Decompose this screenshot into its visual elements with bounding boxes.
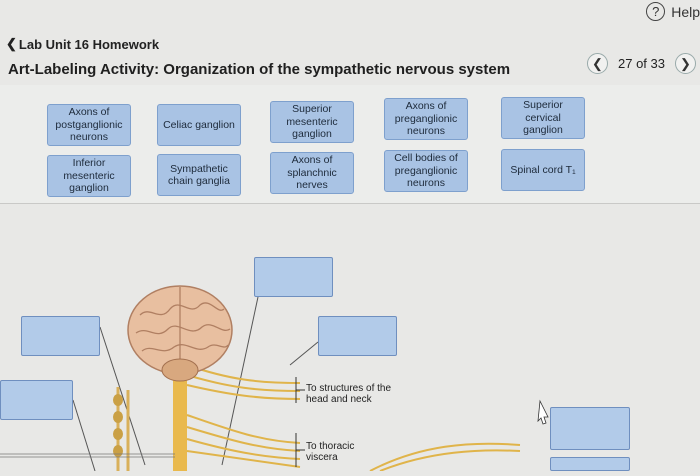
back-link[interactable]: ❮ Lab Unit 16 Homework <box>6 36 159 52</box>
pager: ❮ 27 of 33 ❯ <box>587 53 696 74</box>
drop-zone[interactable] <box>318 316 397 356</box>
label-chip[interactable]: Sympathetic chain ganglia <box>157 154 241 196</box>
thoracic-label: To thoracic viscera <box>306 441 355 463</box>
label-chip[interactable]: Superior mesenteric ganglion <box>270 101 354 143</box>
back-link-label: Lab Unit 16 Homework <box>18 36 160 52</box>
drop-zone[interactable] <box>21 316 100 356</box>
label-chip[interactable]: Celiac ganglion <box>157 104 241 146</box>
top-bar: ? Help <box>0 0 700 30</box>
label-bank: Axons of postganglionic neurons Celiac g… <box>0 85 700 204</box>
cursor-icon <box>537 399 549 425</box>
previous-button[interactable]: ❮ <box>587 53 608 74</box>
label-chip[interactable]: Axons of splanchnic nerves <box>270 152 354 194</box>
label-chip[interactable]: Axons of postganglionic neurons <box>47 104 131 146</box>
drop-zone[interactable] <box>254 257 333 297</box>
spinal-cord-shape <box>173 355 187 471</box>
help-button[interactable]: ? Help <box>646 2 700 21</box>
label-chip[interactable]: Inferior mesenteric ganglion <box>47 155 131 197</box>
label-chip[interactable]: Cell bodies of preganglionic neurons <box>384 150 468 192</box>
nervous-system-illustration <box>0 285 549 472</box>
help-label: Help <box>671 3 700 20</box>
chevron-left-icon: ❮ <box>6 36 17 51</box>
pager-text: 27 of 33 <box>618 56 665 71</box>
question-mark-icon: ? <box>646 2 666 21</box>
label-chip[interactable]: Superior cervical ganglion <box>501 97 585 139</box>
drop-zone[interactable] <box>0 380 73 420</box>
drop-zone[interactable] <box>550 407 630 450</box>
nerve-bundle <box>186 364 301 468</box>
drop-zone[interactable] <box>550 457 630 471</box>
sympathetic-diagram: To structures of the head and neck To th… <box>0 205 700 472</box>
page-title: Art-Labeling Activity: Organization of t… <box>8 61 511 78</box>
label-chip[interactable]: Spinal cord T₁ <box>501 149 585 191</box>
head-neck-label: To structures of the head and neck <box>306 383 392 405</box>
next-button[interactable]: ❯ <box>675 53 696 74</box>
label-chip[interactable]: Axons of preganglionic neurons <box>384 98 468 140</box>
